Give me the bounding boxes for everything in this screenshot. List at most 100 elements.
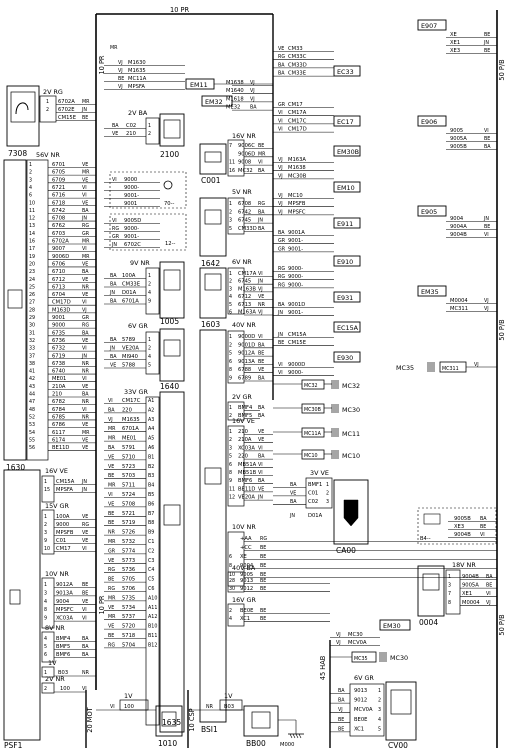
wire-1005-wire-color: BA	[110, 282, 117, 288]
wire-ca00-wire-color: VE	[290, 490, 296, 496]
wire-1630-wire-color: VJ	[82, 307, 87, 313]
wire-1630-wire-code: 6718	[52, 200, 65, 206]
wire-1635-wire-code: M1635	[122, 417, 140, 423]
splice-e906-label: E906	[421, 118, 437, 126]
bus-bottom-c-label: 45 HAB	[319, 655, 327, 680]
wire-1630-wire-code: 6782	[52, 399, 65, 405]
wire-em30-wire-color: VJ	[336, 632, 341, 638]
wire-1635-wire-color: BA	[108, 445, 115, 451]
wire-bsi-c-pin: 1	[229, 429, 232, 435]
wire-1630-wire-code: 6712	[52, 277, 65, 283]
wire-bsi-f-pin: 2	[229, 608, 232, 614]
wire-1630-pin: 47	[29, 399, 35, 405]
splice-mc30box-label: MC30B	[304, 407, 321, 413]
wire-em30-wire-code: MCV0A	[348, 640, 367, 646]
wire-1635-wire-code: 5774	[122, 548, 136, 554]
splice-mc35	[351, 651, 377, 663]
wire-bsi-e-wire-code: 9013	[240, 578, 253, 584]
wire-em10-wire-code: MPSFB	[288, 201, 306, 207]
wire-1630-pin: 32	[29, 338, 35, 344]
wire-1635-wire-code: 5773	[122, 558, 135, 564]
wire-1635-wire-code: 5719	[122, 520, 135, 526]
wire-1635-pin: B3	[148, 473, 154, 479]
component-ca00	[333, 479, 369, 545]
wire-2100-wire-color: VE	[112, 131, 118, 137]
wire-ca00-pin: 2	[326, 490, 329, 496]
wire-1630-wire-color: GR	[82, 231, 90, 237]
wire-psf-f-pin: 2	[44, 686, 47, 692]
wire-ec33-wire-code: CM33	[288, 46, 303, 52]
splice-e910	[333, 255, 361, 267]
wire-1603-pin: 4	[229, 294, 232, 300]
wire-cv00-wire-code: 9012	[354, 698, 367, 704]
wire-bsi-d-pin: 8	[229, 563, 232, 569]
wire-1635-wire-code: 5734	[122, 605, 136, 611]
wire-1630-wire-color: MR	[82, 254, 90, 260]
component-1640-label: 1640	[160, 382, 179, 391]
wire-1630-wire-code: 6709	[52, 177, 65, 183]
splice-em30	[379, 619, 411, 631]
ca00-symbol	[343, 499, 359, 527]
component-bsi1-label: BSI1	[201, 725, 218, 734]
wire-e906-wire-color: VI	[484, 128, 489, 134]
wire-e906-wire-code: 9005A	[450, 136, 467, 142]
wire-psf-b-wire-code: MPSFB	[56, 530, 74, 536]
splice-mc11box-label: MC11A	[304, 431, 322, 437]
connector-0004-header: 18V NR	[452, 561, 476, 569]
wire-e905-wire-color: BE	[484, 224, 490, 230]
wire-1603-wire-color: NR	[258, 302, 266, 308]
wire-psf-b-wire-code: CM17	[56, 546, 71, 552]
wire-bsi-e-wire-color: BE	[260, 578, 266, 584]
wire-bsi-a-wire-color: VI	[258, 334, 263, 340]
wire-ec17-wire-color: VI	[278, 110, 283, 116]
wire-1635-wire-code: 5708	[122, 501, 135, 507]
wire-1005-wire-color: BA	[110, 273, 117, 279]
wire-1603-wire-color: VJ	[258, 310, 263, 316]
connector-ca00	[305, 477, 333, 509]
wire-1635-wire-color: VE	[108, 501, 114, 507]
wire-1630-wire-color: VE	[82, 445, 88, 451]
wire-ec17-wire-code: CM17	[288, 102, 303, 108]
wire-1603-wire-code: 6713	[238, 302, 251, 308]
wire-1630-wire-code: M163D	[52, 307, 70, 313]
wire-e910-wire-code: 9000-	[288, 274, 303, 280]
wire-1603-wire-color: VI	[258, 271, 263, 277]
connector-psf-a-header: 16V VE	[45, 467, 68, 475]
wire-bsi-c-wire-code: 210	[238, 429, 248, 435]
wire-12-wire-color: RG	[112, 226, 119, 232]
wire-bsi-c-pin: 12	[229, 495, 235, 501]
component-bb00-label: BB00	[246, 739, 266, 748]
wire-1630-pin: 30	[29, 323, 35, 329]
wire-bsi-b-pin: 1	[229, 405, 232, 411]
bus-left-label-2: 10 PR	[98, 595, 106, 614]
wire-0004-pin: 8	[448, 600, 451, 606]
group-70	[109, 171, 187, 209]
splice-ec15a	[333, 321, 361, 333]
wire-bsi-d-wire-color: BE	[260, 572, 266, 578]
splice-mc30box	[301, 403, 325, 414]
wire-1630-wire-code: ME01	[52, 376, 66, 382]
wire-1635-wire-color: RG	[108, 567, 115, 573]
wire-psf-d-pin: 4	[44, 636, 47, 642]
wire-1635-wire-color: BE	[108, 577, 114, 583]
wire-1635-wire-code: 5723	[122, 464, 135, 470]
wire-1635-pin: A5	[148, 436, 154, 442]
wire-1640-pin: 5	[148, 363, 151, 369]
wire-ca00-wire-code: C01	[308, 490, 318, 496]
wire-psf-b-wire-code: C01	[56, 538, 66, 544]
wire-1635-wire-code: ME01	[122, 436, 136, 442]
wire-bsi-a-wire-code: 6788	[238, 367, 251, 373]
wire-e907-wire-color: BE	[484, 32, 490, 38]
wire-e906-wire-code: 9005B	[450, 144, 467, 150]
wire-2100-wire-code: C02	[126, 123, 136, 129]
wire-bsi-c-pin: 5	[229, 454, 232, 460]
wire-cv00-pin: 2	[378, 698, 381, 704]
connector-bsi-e-header: 40V BA	[232, 564, 256, 572]
component-c001-label: C001	[201, 176, 221, 185]
wire-12-wire-code: 9001-	[124, 234, 139, 240]
wire-psf-b-wire-code: 100A	[56, 514, 70, 520]
wire-1630-pin: 6	[29, 193, 32, 199]
wire-1635-wire-code: 5710	[122, 454, 135, 460]
wire-0004-wire-color: VJ	[486, 600, 491, 606]
wire-1630-pin: 44	[29, 392, 35, 398]
